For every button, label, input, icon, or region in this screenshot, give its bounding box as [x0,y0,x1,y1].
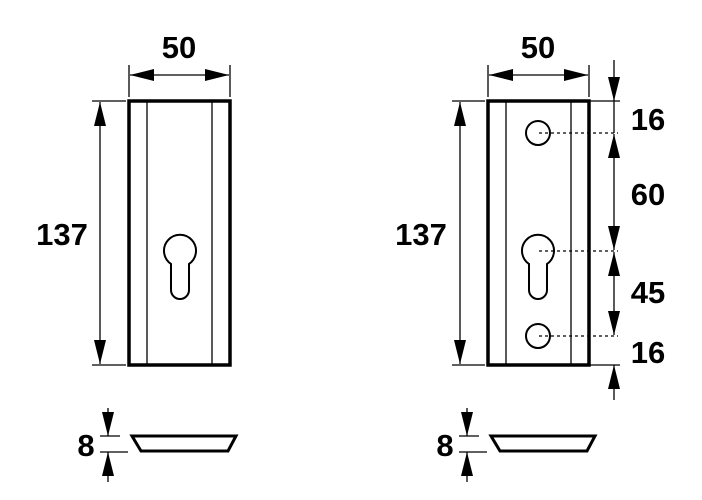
screw-hole-top [525,120,551,146]
right-plate-view: 50 137 16 60 45 16 8 [395,30,665,482]
plate-profile [129,434,239,453]
screw-hole-bottom [525,323,551,349]
width-label: 50 [162,30,196,65]
thickness-label: 8 [436,428,453,463]
width-label: 50 [521,30,555,65]
cylinder-keyhole [163,233,197,300]
height-label: 137 [395,217,447,252]
spacing-label-top: 16 [631,102,665,137]
spacing-label-hole-to-keyhole: 60 [631,177,665,212]
height-label: 137 [36,217,88,252]
right-plate-outline [486,99,591,367]
left-plate-outline [127,99,232,367]
left-plate-view: 50 137 8 [36,30,239,482]
plate-profile [488,434,598,453]
cylinder-keyhole [521,233,555,300]
spacing-label-keyhole-to-hole: 45 [631,275,665,310]
spacing-label-bottom: 16 [631,335,665,370]
thickness-label: 8 [77,428,94,463]
